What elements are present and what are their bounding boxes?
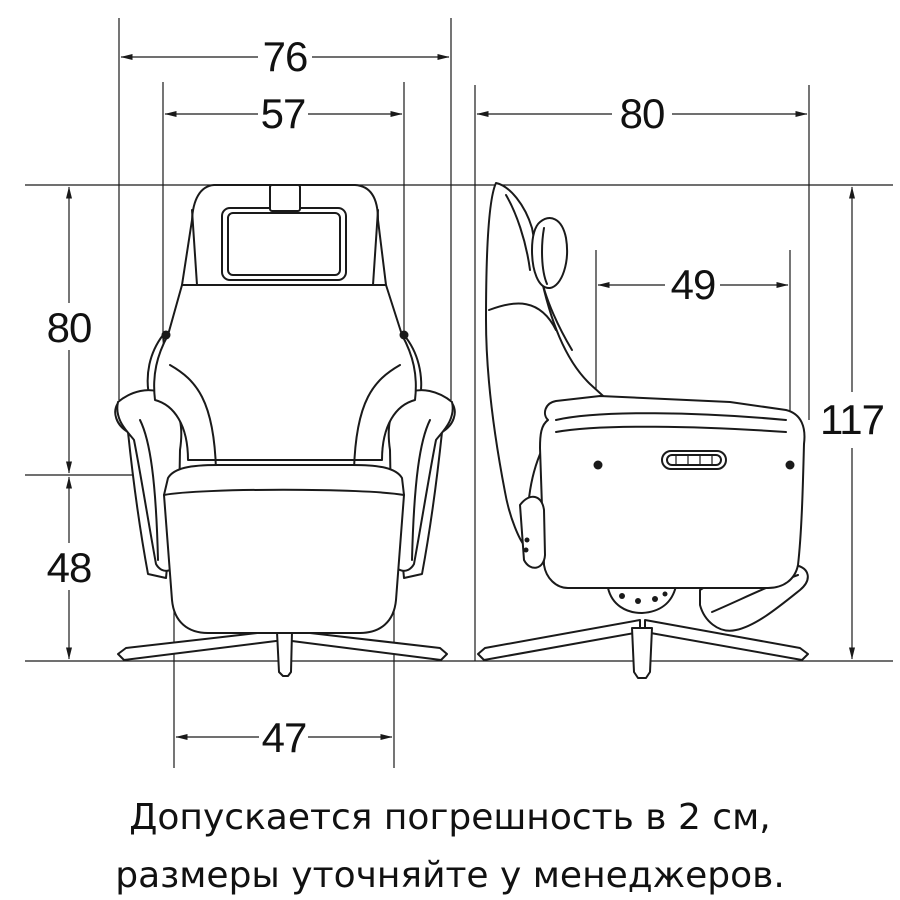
side-base-leg-center bbox=[631, 627, 653, 679]
chair-side-view bbox=[477, 182, 809, 679]
dim-front-outer-width: 76 bbox=[263, 33, 308, 80]
dim-front-backrest-height: 80 bbox=[47, 304, 92, 351]
side-headrest-pillow bbox=[531, 217, 568, 289]
front-base-leg-right bbox=[283, 629, 448, 661]
front-seat-cushion bbox=[163, 464, 405, 634]
dim-side-seat-depth: 49 bbox=[671, 261, 716, 308]
caption-tolerance-note: Допускается погрешность в 2 см, bbox=[129, 797, 771, 838]
dim-front-seat-width: 47 bbox=[262, 714, 307, 761]
front-backrest bbox=[153, 184, 417, 461]
front-base-leg-left bbox=[117, 629, 285, 661]
side-armrest-block bbox=[539, 395, 806, 589]
chair-front-view bbox=[114, 184, 456, 677]
dim-side-total-height: 117 bbox=[820, 396, 884, 443]
side-rear-knob bbox=[519, 495, 546, 569]
dimension-labels: 76 57 80 48 47 80 49 117 bbox=[47, 33, 885, 761]
side-control-panel bbox=[661, 450, 727, 470]
dim-front-inner-width: 57 bbox=[261, 90, 306, 137]
front-headrest-cushion bbox=[221, 207, 347, 281]
side-swivel-mechanism bbox=[607, 585, 677, 614]
side-base-leg-left bbox=[477, 619, 641, 661]
caption-manager-note: размеры уточняйте у менеджеров. bbox=[115, 855, 785, 896]
dim-front-seat-height: 48 bbox=[47, 544, 92, 591]
side-backrest bbox=[485, 182, 615, 546]
dim-side-depth: 80 bbox=[620, 90, 665, 137]
front-base-leg-center bbox=[276, 631, 293, 677]
dimension-lines bbox=[66, 54, 855, 740]
front-headrest-strap bbox=[269, 184, 301, 212]
